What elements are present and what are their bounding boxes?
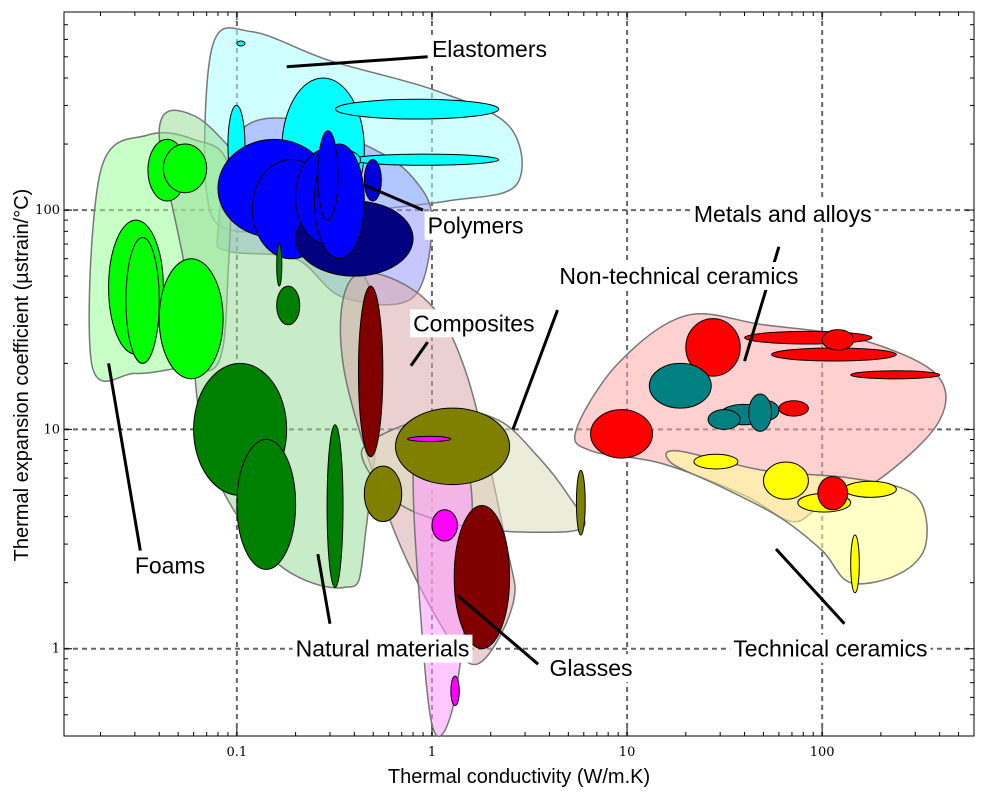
elastomers-label: Elastomers <box>432 36 547 62</box>
metals-and-alloys-bubble <box>821 329 855 351</box>
natural-materials-bubble <box>326 424 344 589</box>
metals-and-alloys-bubble <box>850 370 941 380</box>
metals-and-alloys-bubble <box>590 409 654 459</box>
metals-and-alloys-bubble <box>707 409 741 430</box>
metals-and-alloys-bubble <box>685 318 741 377</box>
metals-and-alloys-label-background <box>690 200 875 229</box>
metals-and-alloys-bubble <box>648 362 712 409</box>
foams-label: Foams <box>135 553 205 579</box>
non-technical-ceramics-label: Non-technical ceramics <box>559 263 798 289</box>
natural-materials-label: Natural materials <box>296 636 470 662</box>
glasses-label-background <box>546 654 636 683</box>
technical-ceramics-bubble <box>762 461 809 500</box>
technical-ceramics-label: Technical ceramics <box>733 636 927 662</box>
y-axis-title: Thermal expansion coefficient (µstrain/°… <box>11 189 33 562</box>
technical-ceramics-pointer <box>774 547 846 625</box>
composites-label: Composites <box>413 310 534 336</box>
metals-and-alloys-bubble <box>778 400 809 417</box>
glasses-pointer <box>456 594 540 666</box>
glasses-bubble <box>431 509 458 542</box>
polymers-pointer <box>363 183 424 212</box>
composites-bubble <box>357 285 384 458</box>
technical-ceramics-bubble <box>843 480 897 498</box>
x-tick-label: 1 <box>428 745 436 760</box>
y-tick-label: 100 <box>35 203 60 218</box>
technical-ceramics-bubble <box>693 453 739 470</box>
composites-bubble <box>453 504 511 650</box>
elastomers-bubble <box>334 98 500 120</box>
y-tick-label: 10 <box>43 422 60 437</box>
technical-ceramics-bubble <box>817 475 849 511</box>
natural-materials-label-background <box>292 634 473 663</box>
x-axis-title: Thermal conductivity (W/m.K) <box>388 766 650 788</box>
foams-pointer <box>107 363 142 551</box>
technical-ceramics-label-background <box>730 634 931 663</box>
elastomers-bubble <box>236 40 246 47</box>
elastomers-label-background <box>428 34 551 63</box>
x-tick-label: 10 <box>619 745 636 760</box>
polymers-label: Polymers <box>428 213 524 239</box>
foams-label-background <box>131 551 209 580</box>
composites-label-background <box>410 309 538 338</box>
natural-materials-bubble <box>276 285 301 326</box>
natural-materials-bubble <box>276 243 283 287</box>
composites-pointer <box>409 341 429 367</box>
glasses-bubble <box>407 435 452 443</box>
non-technical-ceramics-bubble <box>394 407 511 486</box>
polymers-bubble <box>317 130 339 221</box>
non-technical-ceramics-label-background <box>556 262 802 291</box>
axis-ticks: 0.1 1 10 100 1 10 100 <box>35 11 975 760</box>
foams-bubble <box>158 258 224 380</box>
polymers-bubble <box>363 159 382 202</box>
non-technical-ceramics-bubble <box>575 469 586 536</box>
natural-materials-bubble <box>236 438 297 570</box>
non-technical-ceramics-pointer <box>511 309 559 430</box>
composites-bubble <box>363 465 403 523</box>
bubbles <box>108 40 941 707</box>
natural-materials-pointer <box>316 553 332 624</box>
glasses-bubble <box>450 675 460 707</box>
foams-bubble <box>125 236 160 364</box>
foams-bubble <box>162 143 208 194</box>
y-tick-label: 1 <box>52 642 60 657</box>
glasses-label: Glasses <box>549 655 632 681</box>
x-tick-label: 0.1 <box>227 745 248 760</box>
polymers-label-background <box>424 211 527 240</box>
elastomers-pointer <box>286 55 428 69</box>
technical-ceramics-bubble <box>850 534 860 594</box>
metals-and-alloys-bubble <box>748 393 773 432</box>
x-tick-label: 100 <box>810 745 835 760</box>
metals-and-alloys-label: Metals and alloys <box>694 201 872 227</box>
